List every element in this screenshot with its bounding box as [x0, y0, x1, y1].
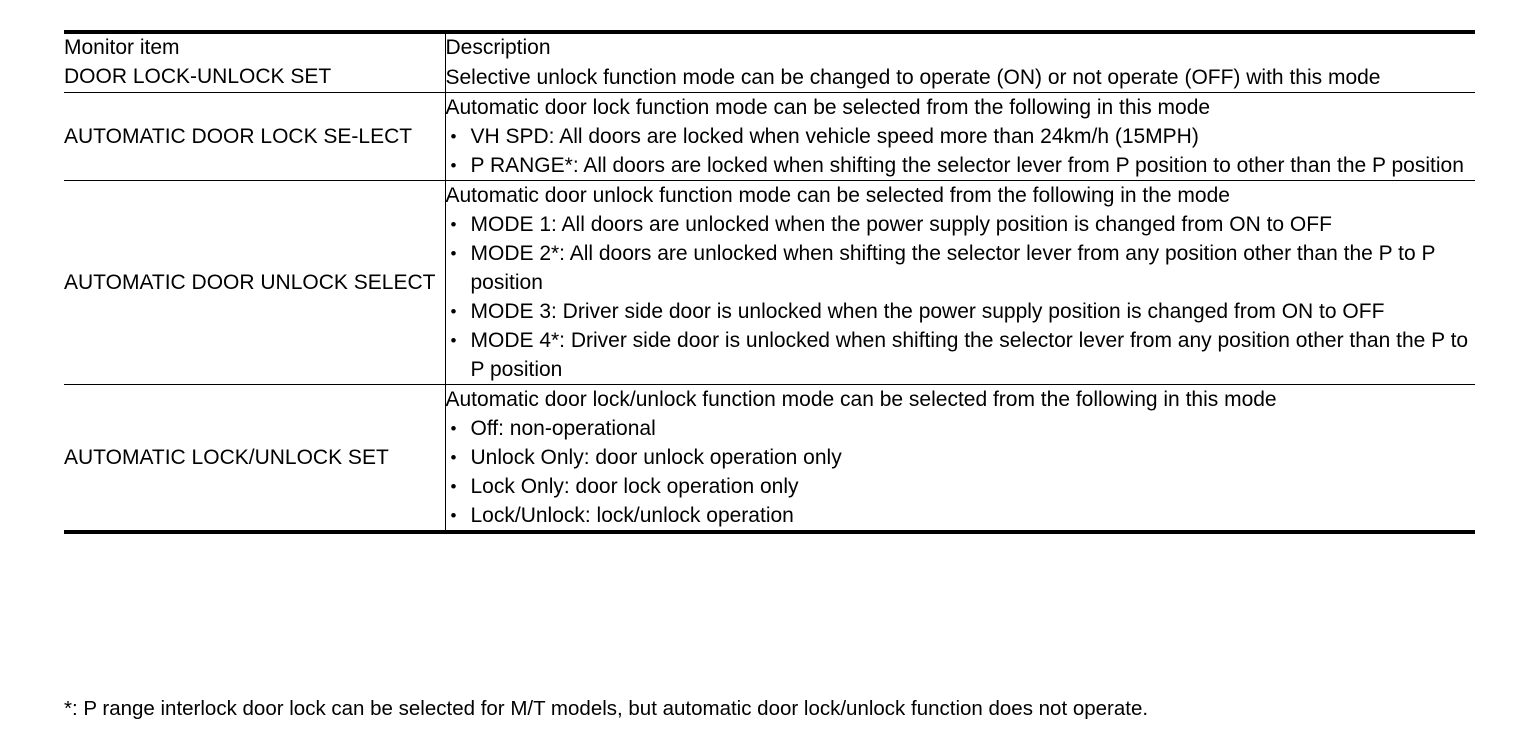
list-item: MODE 4*: Driver side door is unlocked wh… — [446, 326, 1476, 384]
list-item: MODE 2*: All doors are unlocked when shi… — [446, 239, 1476, 297]
monitor-item-table: Monitor item Description DOOR LOCK-UNLOC… — [64, 30, 1475, 534]
table-row: DOOR LOCK-UNLOCK SET Selective unlock fu… — [64, 62, 1475, 93]
table-body: DOOR LOCK-UNLOCK SET Selective unlock fu… — [64, 62, 1475, 532]
description-lead-text: Automatic door lock/unlock function mode… — [445, 388, 1277, 411]
description-bullet-list: VH SPD: All doors are locked when vehicl… — [446, 122, 1476, 180]
spec-table-container: Monitor item Description DOOR LOCK-UNLOC… — [64, 30, 1475, 534]
description-lead-text: Automatic door lock function mode can be… — [445, 96, 1211, 119]
description-lead-text: Selective unlock function mode can be ch… — [445, 65, 1381, 89]
monitor-item-name: AUTOMATIC DOOR UNLOCK SELECT — [64, 180, 446, 385]
monitor-item-name: DOOR LOCK-UNLOCK SET — [64, 62, 446, 93]
monitor-item-description: Automatic door lock function mode can be… — [445, 92, 1476, 181]
list-item: P RANGE*: All doors are locked when shif… — [446, 151, 1476, 180]
list-item: VH SPD: All doors are locked when vehicl… — [446, 122, 1476, 151]
table-row: AUTOMATIC DOOR UNLOCK SELECT Automatic d… — [64, 180, 1476, 385]
table-row: AUTOMATIC LOCK/UNLOCK SET Automatic door… — [64, 384, 1475, 533]
column-header-monitor-item: Monitor item — [64, 32, 446, 62]
monitor-item-description: Automatic door unlock function mode can … — [445, 180, 1476, 385]
description-bullet-list: Off: non-operational Unlock Only: door u… — [446, 414, 1476, 530]
table-row: AUTOMATIC DOOR LOCK SE-LECT Automatic do… — [64, 92, 1476, 181]
monitor-item-name: AUTOMATIC DOOR LOCK SE-LECT — [64, 92, 446, 181]
description-bullet-list: MODE 1: All doors are unlocked when the … — [446, 210, 1476, 384]
list-item: Unlock Only: door unlock operation only — [446, 443, 1476, 472]
table-header-row: Monitor item Description — [64, 32, 1475, 62]
table-header: Monitor item Description — [64, 32, 1475, 62]
list-item: Lock Only: door lock operation only — [446, 472, 1476, 501]
list-item: Off: non-operational — [446, 414, 1476, 443]
monitor-item-name: AUTOMATIC LOCK/UNLOCK SET — [64, 384, 446, 532]
list-item: Lock/Unlock: lock/unlock operation — [446, 501, 1476, 530]
monitor-item-description: Automatic door lock/unlock function mode… — [445, 385, 1475, 533]
description-lead-text: Automatic door unlock function mode can … — [445, 184, 1230, 207]
list-item: MODE 3: Driver side door is unlocked whe… — [446, 297, 1476, 326]
column-header-description: Description — [445, 36, 551, 59]
list-item: MODE 1: All doors are unlocked when the … — [446, 210, 1476, 239]
table-footnote: *: P range interlock door lock can be se… — [64, 697, 1149, 720]
monitor-item-description: Selective unlock function mode can be ch… — [445, 62, 1475, 93]
